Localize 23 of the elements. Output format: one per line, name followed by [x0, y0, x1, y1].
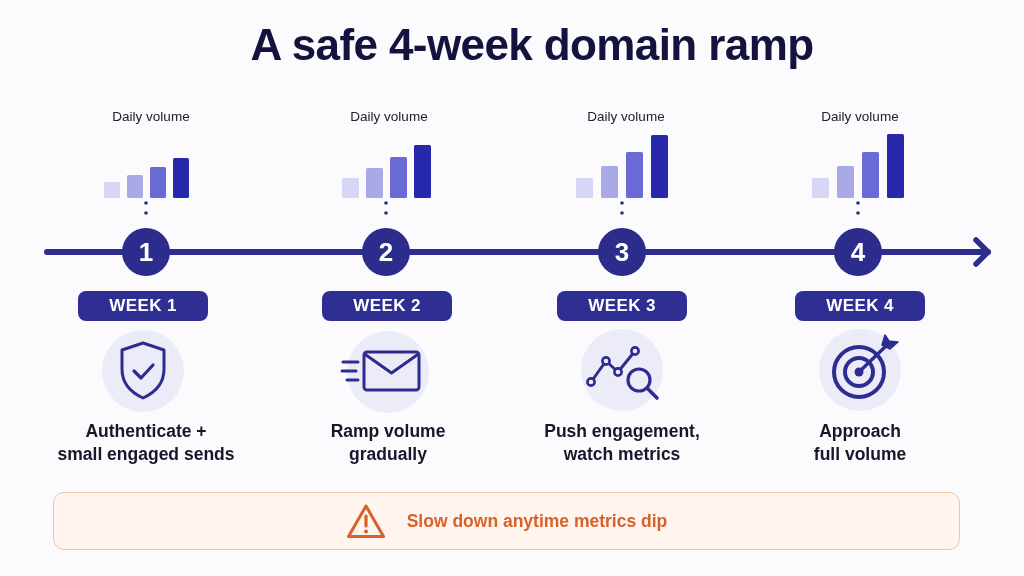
bar-chart	[812, 134, 904, 198]
chart-caption: Daily volume	[112, 108, 190, 125]
title: A safe 4-week domain ramp	[250, 19, 814, 71]
step-description: Approach full volume	[813, 420, 907, 466]
step-number-circle: 2	[362, 228, 410, 276]
step-number-circle: 1	[122, 228, 170, 276]
step-number-circle: 3	[598, 228, 646, 276]
chart-caption: Daily volume	[587, 108, 665, 125]
bar-chart	[103, 158, 189, 198]
week-badge: WEEK 3	[557, 291, 687, 321]
step-description: Push engagement, watch metrics	[544, 420, 700, 466]
bar-chart	[341, 145, 431, 198]
chart-caption: Daily volume	[350, 108, 428, 125]
step-description: Authenticate + small engaged sends	[57, 420, 235, 466]
warning-text: Slow down anytime metrics dip	[406, 510, 668, 532]
week-badge: WEEK 4	[795, 291, 925, 321]
week-badge: WEEK 2	[322, 291, 452, 321]
bar-chart	[576, 135, 668, 198]
warning-banner	[53, 492, 960, 550]
week-badge: WEEK 1	[78, 291, 208, 321]
chart-caption: Daily volume	[821, 108, 899, 125]
step-number-circle: 4	[834, 228, 882, 276]
step-description: Ramp volume gradually	[330, 420, 446, 466]
